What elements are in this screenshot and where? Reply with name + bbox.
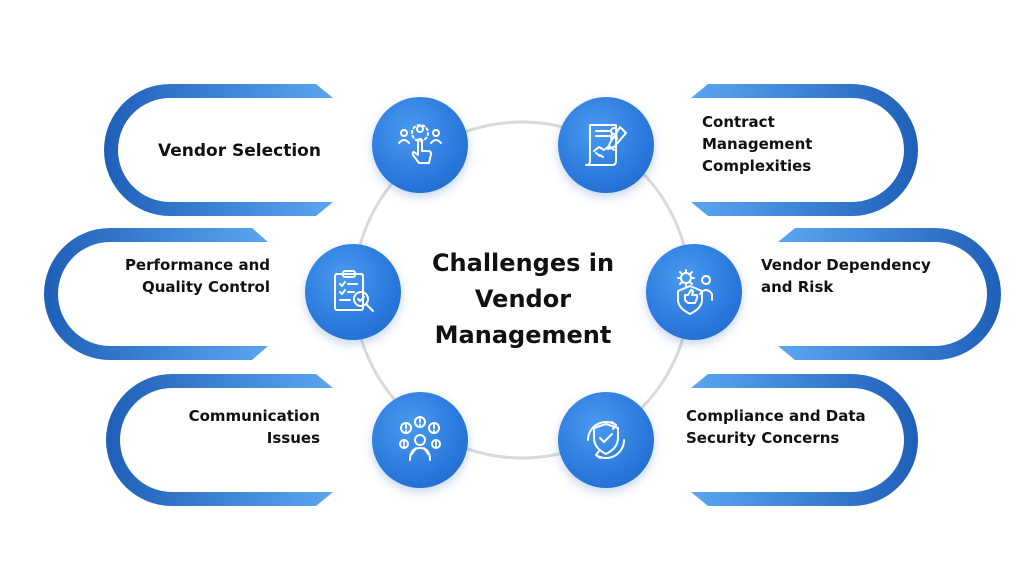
shield-check-refresh-icon	[586, 420, 626, 460]
communication-issues-icon-circle	[372, 392, 468, 488]
pill-communication-issues	[106, 374, 333, 506]
clipboard-search-icon	[334, 270, 374, 312]
label-line: Performance and	[124, 256, 270, 274]
compliance-security-icon-circle	[558, 392, 654, 488]
label-line: Compliance and Data	[686, 407, 866, 425]
title-line-3: Management	[434, 321, 612, 349]
vendor-dependency-icon-circle	[646, 244, 742, 340]
vendor-selection-icon-circle	[372, 97, 468, 193]
label-performance-quality: Performance and Quality Control	[100, 254, 270, 298]
hand-pointer-people-icon	[398, 124, 442, 164]
label-communication-issues: Communication Issues	[150, 405, 320, 449]
label-contract-management: Contract Management Complexities	[702, 111, 872, 177]
pill-vendor-dependency	[778, 228, 1001, 360]
label-line: Complexities	[702, 157, 812, 175]
label-vendor-selection: Vendor Selection	[158, 140, 348, 162]
label-line: Vendor Dependency	[761, 256, 931, 274]
label-line: Security Concerns	[686, 429, 840, 447]
person-alerts-icon	[399, 416, 441, 461]
pill-compliance-security	[691, 374, 918, 506]
title-line-1: Challenges in	[431, 249, 615, 277]
label-vendor-dependency: Vendor Dependency and Risk	[761, 254, 961, 298]
label-line: Issues	[266, 429, 320, 447]
label-line: Quality Control	[141, 278, 270, 296]
title-line-2: Vendor	[474, 285, 572, 313]
label-line: and Risk	[761, 278, 834, 296]
performance-quality-icon-circle	[305, 244, 401, 340]
pill-performance-quality	[44, 228, 268, 360]
label-line: Communication	[188, 407, 320, 425]
label-line: Vendor Selection	[158, 141, 321, 161]
label-line: Management	[702, 135, 813, 153]
pill-vendor-selection	[104, 84, 333, 216]
gear-shield-thumbsup-icon	[677, 269, 713, 315]
diagram-title: Challenges in Vendor Management	[395, 245, 651, 353]
label-compliance-security: Compliance and Data Security Concerns	[686, 405, 886, 449]
label-line: Contract	[702, 113, 775, 131]
pill-contract-management	[691, 84, 918, 216]
contract-handshake-icon	[585, 124, 627, 166]
contract-management-icon-circle	[558, 97, 654, 193]
